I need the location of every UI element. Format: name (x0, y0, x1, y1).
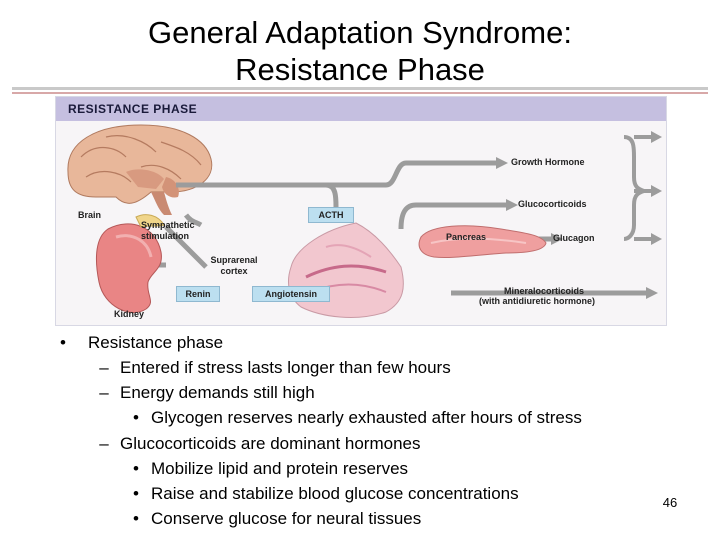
title-divider-red (12, 92, 708, 94)
box-renin: Renin (176, 286, 220, 302)
bullet-marker: • (60, 333, 66, 352)
dash-marker: – (99, 434, 109, 453)
suprarenal-cortex-illustration (288, 222, 404, 318)
figure-illustration (67, 124, 662, 318)
label-glucagon: Glucagon (553, 233, 595, 243)
label-antidiuretic: (with antidiuretic hormone) (479, 296, 595, 306)
label-sympathetic-2: stimulation (141, 231, 190, 241)
arrow-heads (496, 157, 658, 299)
resistance-phase-figure: RESISTANCE PHASE (55, 96, 667, 326)
figure-header-label: RESISTANCE PHASE (68, 102, 198, 116)
bullet-text: Glycogen reserves nearly exhausted after… (151, 408, 582, 427)
brain-illustration (67, 124, 213, 215)
bullet-marker: • (133, 509, 139, 528)
bullet-text: Glucocorticoids are dominant hormones (120, 434, 421, 453)
box-angiotensin: Angiotensin (252, 286, 330, 302)
bullet-text: Entered if stress lasts longer than few … (120, 358, 451, 377)
dash-marker: – (99, 358, 109, 377)
bullet-text: Conserve glucose for neural tissues (151, 509, 422, 528)
label-sympathetic-1: Sympathetic (141, 220, 195, 230)
box-acth: ACTH (308, 207, 354, 223)
page-number: 46 (662, 495, 678, 510)
title-divider-gray (12, 87, 708, 90)
label-glucocorticoids: Glucocorticoids (518, 199, 587, 209)
label-pancreas: Pancreas (446, 232, 487, 242)
hormone-arrows (151, 160, 646, 296)
title-line-1: General Adaptation Syndrome: (148, 15, 572, 50)
label-growth-hormone: Growth Hormone (511, 157, 585, 167)
label-suprarenal-1: Suprarenal (210, 255, 258, 265)
label-brain: Brain (78, 210, 102, 220)
slide-title: General Adaptation Syndrome: Resistance … (60, 14, 660, 88)
bullet-marker: • (133, 484, 139, 503)
dash-marker: – (99, 383, 109, 402)
bullet-marker: • (133, 459, 139, 478)
bullet-text: Mobilize lipid and protein reserves (151, 459, 409, 478)
label-kidney: Kidney (114, 309, 145, 319)
title-line-2: Resistance Phase (235, 52, 485, 87)
bullet-text: Raise and stabilize blood glucose concen… (151, 484, 519, 503)
label-mineralocorticoids: Mineralocorticoids (504, 286, 585, 296)
bullet-text: Resistance phase (88, 333, 224, 352)
label-suprarenal-2: cortex (220, 266, 248, 276)
figure-header: RESISTANCE PHASE (56, 97, 666, 121)
pancreas-illustration (418, 225, 547, 259)
bullet-text: Energy demands still high (120, 383, 315, 402)
target-brackets (623, 135, 651, 241)
kidney-illustration (95, 214, 165, 314)
bullet-marker: • (133, 408, 139, 427)
